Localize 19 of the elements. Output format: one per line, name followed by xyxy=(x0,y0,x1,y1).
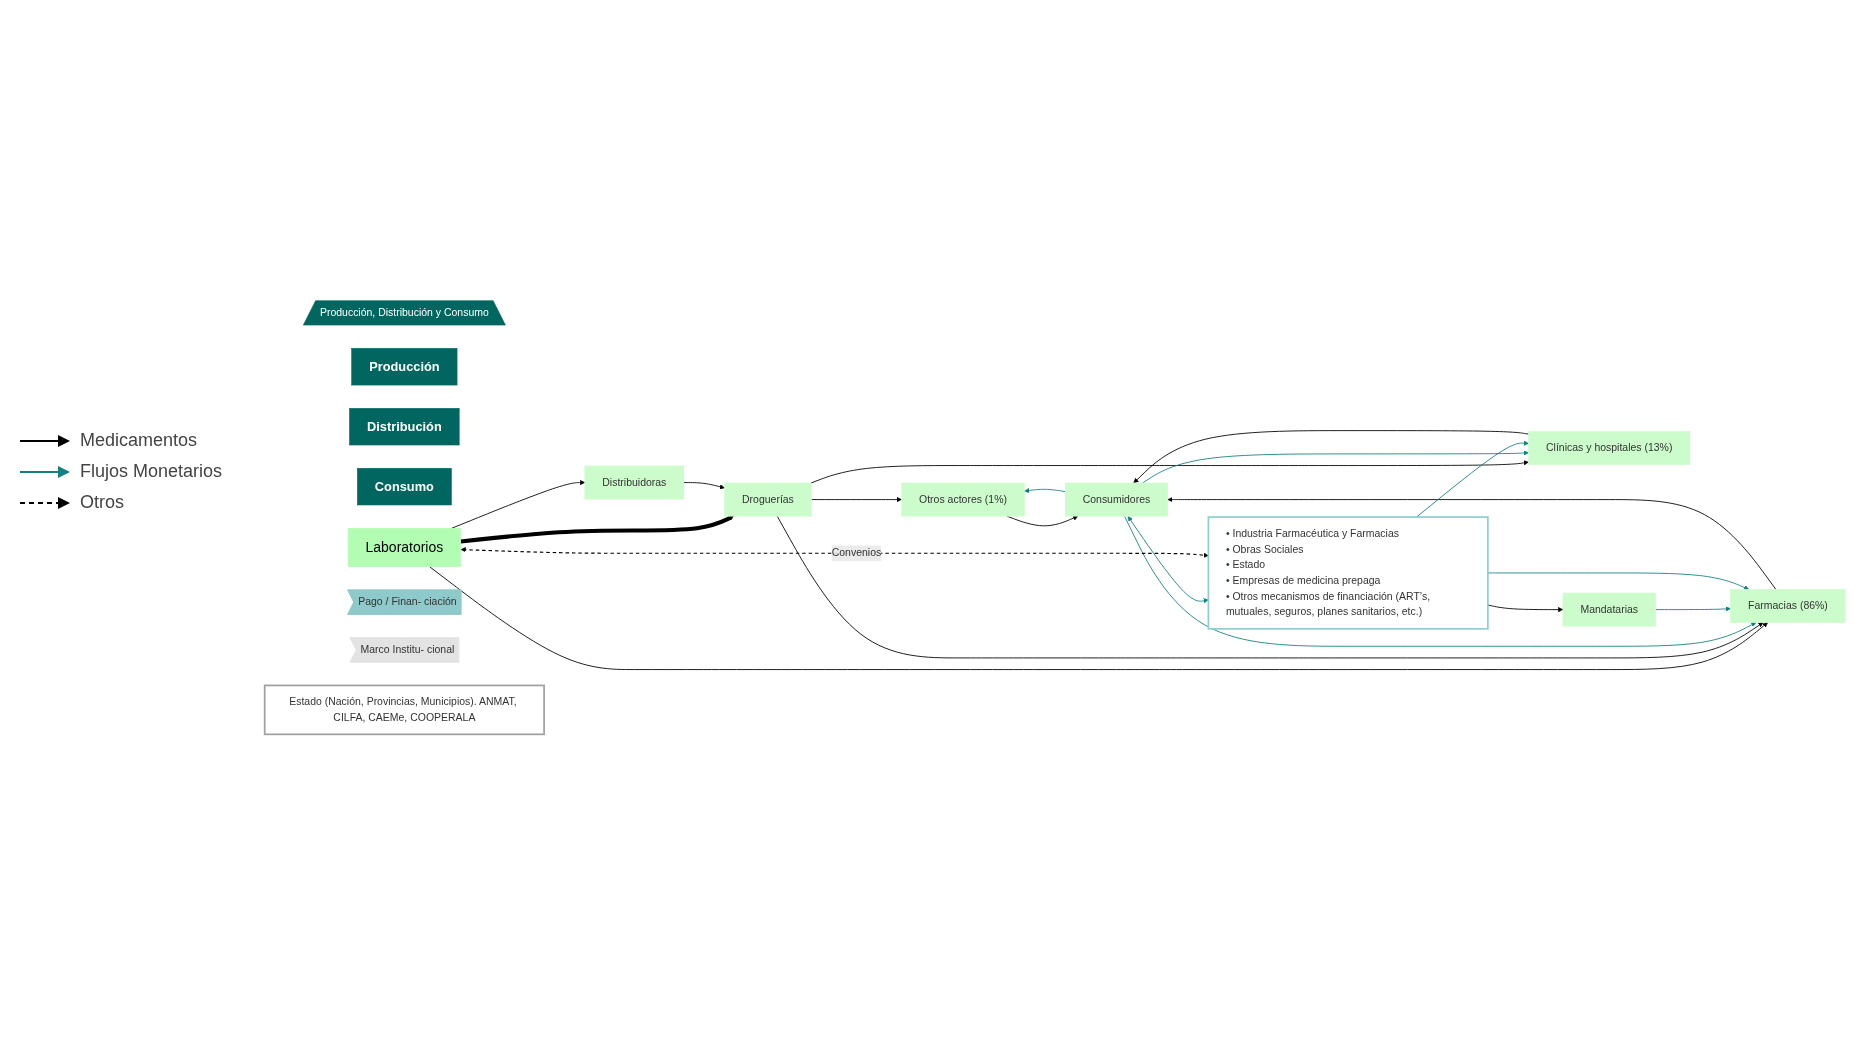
node-box: Producción xyxy=(351,348,458,386)
node-box: Consumidores xyxy=(1064,482,1168,517)
node-box: Laboratorios xyxy=(347,527,461,567)
node-box: Clínicas y hospitales (13%) xyxy=(1528,431,1691,465)
legend-text: Flujos Monetarios xyxy=(80,461,223,482)
node-box: Distribución xyxy=(349,408,460,446)
edge-label: Convenios xyxy=(831,547,882,559)
node-box: Droguerías xyxy=(724,482,812,517)
arrow xyxy=(460,547,1209,558)
node-box: Farmacias (86%) xyxy=(1730,589,1846,623)
legend-text: Otros xyxy=(80,492,124,513)
node-box: Otros actores (1%) xyxy=(901,482,1025,517)
node-box: Distribuidoras xyxy=(584,465,685,500)
arrow xyxy=(460,515,734,544)
legend-text: Medicamentos xyxy=(80,430,198,451)
node-box: Estado (Nación, Provincias, Municipios). ANMAT, CILFA, CAEMe, COOPERALA xyxy=(263,684,545,736)
node-box: Mandatarias xyxy=(1562,592,1656,627)
node-box: • Industria Farmacéutica y Farmacias • Obras Sociales • Estado • Empresas de medicina prepaga • Otros mecanismos de financiación (ART’s, mutuales, seguros, planes sanitarios, etc.) xyxy=(1207,516,1489,630)
node-box: Consumo xyxy=(357,468,452,506)
